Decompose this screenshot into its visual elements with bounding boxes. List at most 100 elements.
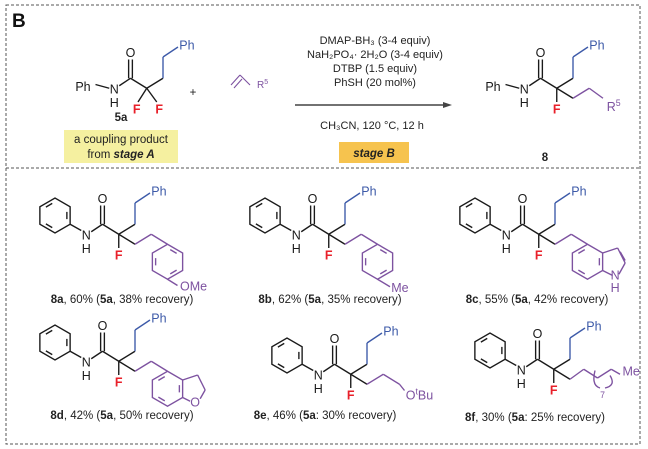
condition-2: NaH₂PO₄· 2H₂O (3-4 equiv) — [307, 49, 443, 61]
reactant-note-line2: from stage A — [87, 149, 154, 161]
product-label: 8 — [542, 152, 549, 164]
recovery: , 35% recovery) — [321, 294, 402, 306]
solvent-conditions: CH₃CN, 120 °C, 12 h — [320, 120, 424, 132]
o-atom: O — [308, 192, 318, 206]
ph-label: Ph — [151, 185, 166, 199]
o-atom: O — [536, 46, 546, 60]
condition-4: PhSH (20 mol%) — [334, 77, 416, 89]
n-atom: N — [517, 363, 526, 377]
f-atom: F — [535, 248, 543, 262]
compound-id: 8a — [51, 294, 64, 306]
compound-caption: 8f, 30% (5a: 25% recovery) — [465, 412, 605, 424]
aryl-ring — [361, 243, 394, 281]
compound-id: 8e — [254, 410, 267, 422]
n-atom: N — [314, 368, 323, 382]
n-atom: N — [502, 228, 511, 242]
o-atom: O — [126, 46, 136, 60]
n-atom: N — [82, 355, 91, 369]
reactant-note-box — [64, 130, 178, 163]
compound-id: 8f — [465, 412, 475, 424]
h-atom: H — [502, 242, 511, 256]
ether-o: O — [406, 388, 416, 402]
note-prefix: from — [87, 149, 113, 161]
h-atom: H — [517, 377, 526, 391]
compound-id: 8b — [258, 294, 271, 306]
alkene-structure: R5 — [230, 74, 268, 91]
recovered-compound: 5a — [308, 294, 321, 306]
indole-h-atom: H — [611, 281, 620, 295]
compound-caption: 8d, 42% (5a, 50% recovery) — [50, 410, 193, 422]
ph-label: Ph — [361, 185, 376, 199]
yield: , 46% ( — [267, 410, 304, 422]
h-atom: H — [520, 96, 529, 110]
n-atom: N — [520, 82, 529, 96]
o-atom: O — [518, 192, 528, 206]
phenyl-ring — [39, 197, 71, 234]
phenyl-ring — [271, 337, 303, 374]
recovered-compound: 5a — [512, 412, 525, 424]
o-atom: O — [98, 192, 108, 206]
compound-caption: 8a, 60% (5a, 38% recovery) — [51, 294, 194, 306]
yield: , 62% ( — [272, 294, 309, 306]
recovery: , 50% recovery) — [113, 410, 194, 422]
ph-label: Ph — [75, 80, 90, 94]
h-atom: H — [82, 242, 91, 256]
ph-label: Ph — [179, 39, 194, 53]
f-atom: F — [347, 388, 355, 402]
panel-label: B — [12, 11, 26, 32]
r5-label: R — [257, 80, 264, 91]
furan-o-atom: O — [190, 395, 200, 409]
phenyl-ring — [249, 197, 281, 234]
butyl-label: Bu — [418, 388, 433, 402]
compound-id: 8d — [50, 410, 63, 422]
f-atom: F — [155, 102, 163, 116]
h-atom: H — [110, 96, 119, 110]
repeat-count: 7 — [600, 390, 605, 400]
scheme-frame — [5, 4, 641, 445]
ph-label: Ph — [485, 80, 500, 94]
condition-3: DTBP (1.5 equiv) — [333, 63, 417, 75]
n-atom: N — [82, 228, 91, 242]
svg-text:OtBu: OtBu — [406, 386, 434, 402]
stage-b-label: stage B — [353, 148, 395, 160]
aryl-ring — [151, 243, 184, 281]
r5-label: R — [607, 100, 616, 114]
reaction-arrow — [295, 102, 452, 108]
ph-label: Ph — [383, 325, 398, 339]
h-atom: H — [314, 382, 323, 396]
f-atom: F — [553, 102, 561, 116]
n-atom: N — [292, 228, 301, 242]
o-atom: O — [533, 327, 543, 341]
n-atom: N — [110, 82, 119, 96]
recovered-compound: 5a — [100, 294, 113, 306]
svg-text:R5: R5 — [257, 79, 268, 91]
recovery: : 30% recovery) — [316, 410, 397, 422]
r5-superscript: 5 — [264, 79, 268, 86]
f-atom: F — [115, 248, 123, 262]
yield: , 55% ( — [479, 294, 516, 306]
me-label: Me — [623, 365, 640, 379]
phenyl-ring — [39, 324, 71, 361]
note-stage: stage A — [114, 149, 155, 161]
me-label: Me — [391, 281, 408, 295]
f-atom: F — [325, 248, 333, 262]
svg-text:R5: R5 — [607, 98, 621, 114]
compound-caption: 8b, 62% (5a, 35% recovery) — [258, 294, 401, 306]
ph-label: Ph — [151, 312, 166, 326]
reactant-note-line1: a coupling product — [74, 134, 169, 146]
compound-caption: 8e, 46% (5a: 30% recovery) — [254, 410, 397, 422]
f-atom: F — [133, 102, 141, 116]
f-atom: F — [550, 383, 558, 397]
f-atom: F — [115, 375, 123, 389]
compound-id: 8c — [466, 294, 479, 306]
dihydrobenzofuran-ring — [151, 370, 206, 408]
recovered-compound: 5a — [100, 410, 113, 422]
reactant-label: 5a — [115, 112, 128, 124]
